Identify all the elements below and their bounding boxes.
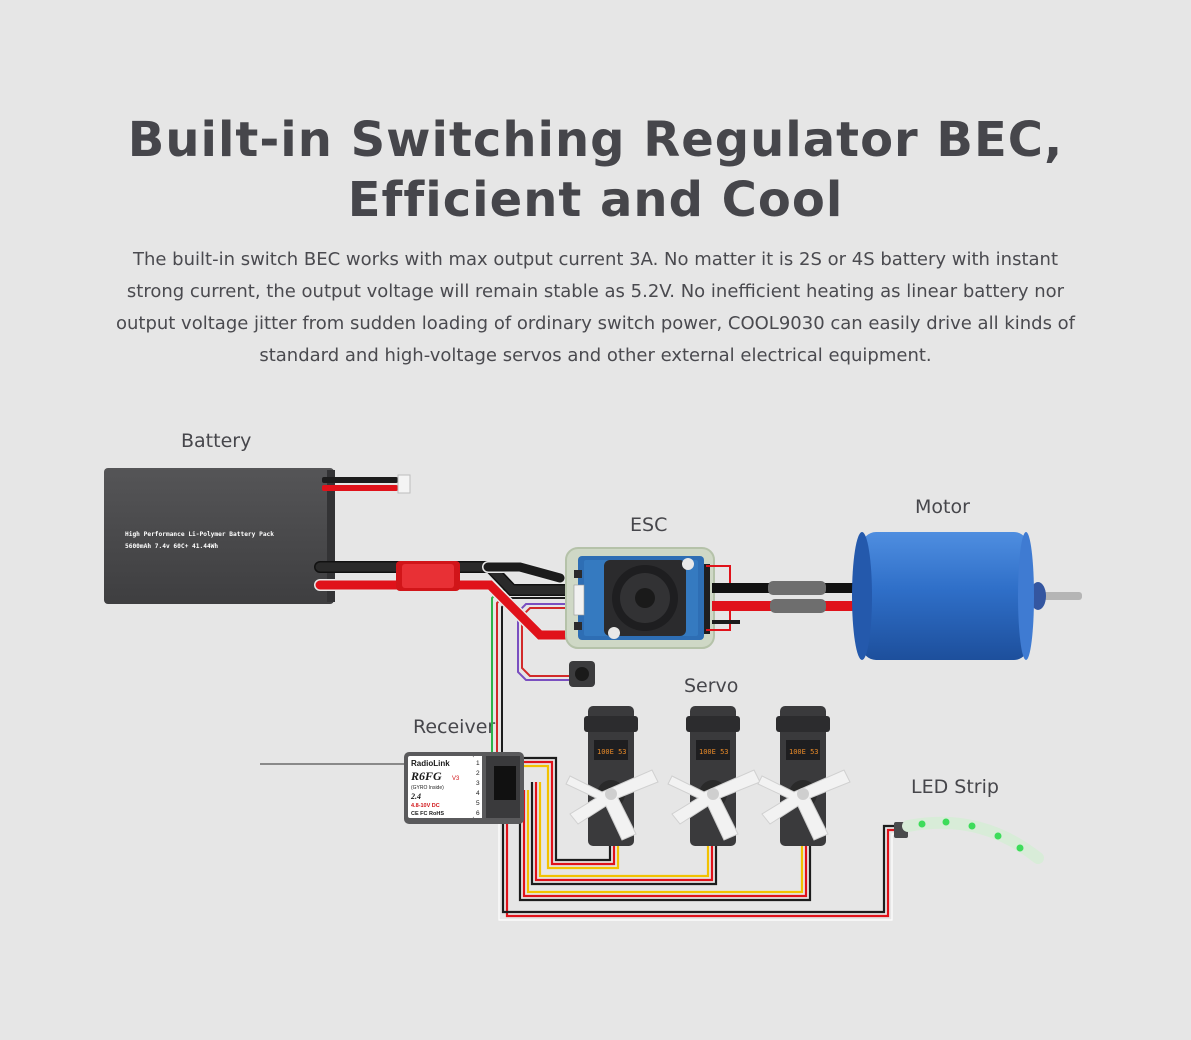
servo-wire-group xyxy=(498,756,896,921)
servo-2-print: 100E 53 xyxy=(699,748,729,756)
channel-1: 1 xyxy=(476,760,480,767)
motor-label: Motor xyxy=(915,496,970,518)
receiver-model: R6FG xyxy=(410,769,442,783)
channel-2: 2 xyxy=(476,770,480,777)
servo-3-print: 100E 53 xyxy=(789,748,819,756)
receiver-cert: CE FC RoHS xyxy=(411,811,444,817)
receiver-label: Receiver xyxy=(413,716,496,738)
xt60-connector xyxy=(396,561,460,591)
battery-print-1: High Performance Li-Polymer Battery Pack xyxy=(125,530,274,538)
battery-print-2: 5600mAh 7.4v 60C+ 41.44Wh xyxy=(125,543,218,550)
receiver-spec: 4.8-10V DC xyxy=(411,803,440,809)
receiver-version: V3 xyxy=(452,776,460,782)
page-title: Built-in Switching Regulator BEC, Effici… xyxy=(0,110,1191,230)
battery-icon: High Performance Li-Polymer Battery Pack… xyxy=(104,468,335,604)
receiver-gyro: (GYRO Inside) xyxy=(411,785,444,791)
esc-label: ESC xyxy=(630,514,668,536)
led-strip-icon xyxy=(894,816,1044,864)
switch-icon xyxy=(569,661,595,687)
servo-icon: 100E 53 100E 53 100E 53 xyxy=(565,706,851,846)
title-line-1: Built-in Switching Regulator BEC, xyxy=(127,112,1064,168)
channel-5: 5 xyxy=(476,800,480,807)
channel-6: 6 xyxy=(476,810,480,817)
receiver-icon: RadioLink R6FG V3 (GYRO Inside) 2.4 4.8-… xyxy=(404,752,524,824)
esc-motor-leads xyxy=(706,565,855,631)
servo-label: Servo xyxy=(684,675,739,697)
esc-icon xyxy=(565,547,715,649)
led-strip-label: LED Strip xyxy=(911,776,999,798)
balance-lead xyxy=(322,474,411,494)
fan-icon xyxy=(604,558,694,639)
receiver-brand: RadioLink xyxy=(411,759,450,768)
channel-4: 4 xyxy=(476,790,480,797)
description: The built-in switch BEC works with max o… xyxy=(115,249,1076,366)
motor-icon xyxy=(852,532,1082,660)
receiver-band: 2.4 xyxy=(410,792,421,801)
servo-1-print: 100E 53 xyxy=(597,748,627,756)
channel-3: 3 xyxy=(476,780,480,787)
battery-label: Battery xyxy=(181,430,252,452)
title-line-2: Efficient and Cool xyxy=(347,172,844,228)
